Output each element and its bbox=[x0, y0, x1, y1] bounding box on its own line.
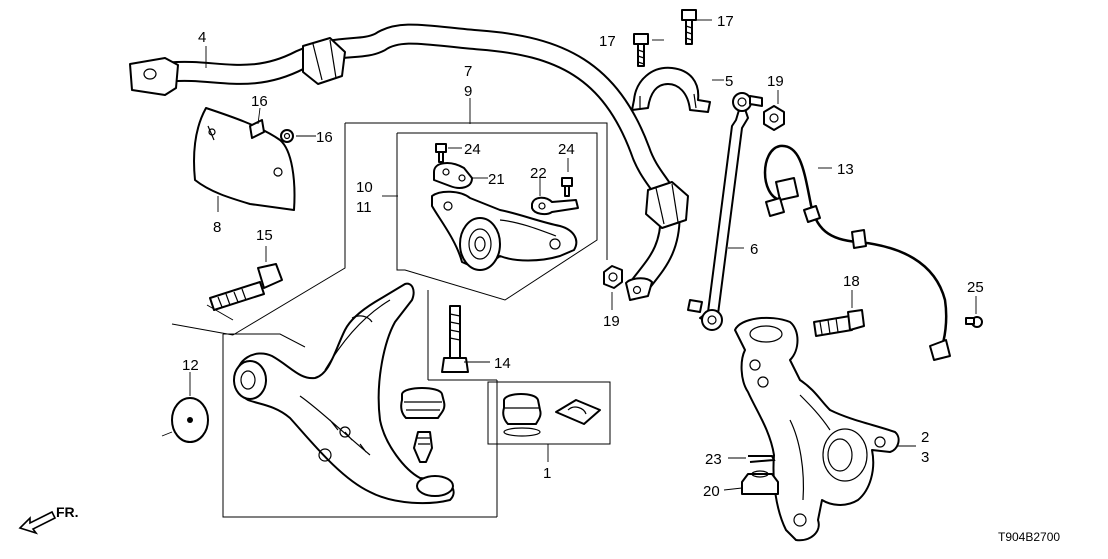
ball-joint-stud bbox=[413, 431, 433, 463]
callout-25: 25 bbox=[967, 279, 984, 296]
callout-12: 12 bbox=[182, 357, 199, 374]
callout-21: 21 bbox=[488, 171, 505, 188]
callout-6: 6 bbox=[750, 241, 758, 258]
bracket-plate-21 bbox=[433, 162, 473, 189]
bolt-18 bbox=[813, 309, 865, 337]
bushing-group-outer-frame bbox=[232, 122, 608, 336]
callout-24-a: 24 bbox=[464, 141, 481, 158]
bolt-24-b bbox=[561, 177, 573, 197]
diagram-code: T904B2700 bbox=[998, 530, 1060, 544]
lower-arm bbox=[233, 282, 455, 505]
callout-3: 3 bbox=[921, 449, 929, 466]
callout-11: 11 bbox=[356, 199, 372, 216]
callout-7: 7 bbox=[464, 63, 472, 80]
ball-joint-boot bbox=[400, 387, 446, 419]
stabilizer-bushing-right bbox=[645, 181, 689, 229]
washer bbox=[161, 397, 209, 443]
callout-19-a: 19 bbox=[767, 73, 784, 90]
callout-1: 1 bbox=[543, 465, 551, 482]
callout-17-a: 17 bbox=[599, 33, 616, 50]
callout-14: 14 bbox=[494, 355, 511, 372]
callout-18: 18 bbox=[843, 273, 860, 290]
callout-16-a: 16 bbox=[251, 93, 268, 110]
kit-boot bbox=[502, 393, 542, 437]
front-direction-arrow-icon bbox=[18, 510, 57, 535]
ball-joint-kit-frame bbox=[487, 381, 611, 445]
compliance-bushing-bracket bbox=[431, 190, 578, 271]
callout-2: 2 bbox=[921, 429, 929, 446]
nut-19-top bbox=[763, 105, 785, 131]
callout-24-b: 24 bbox=[558, 141, 575, 158]
steering-knuckle bbox=[734, 316, 900, 542]
bushing-group-inner-frame bbox=[396, 132, 598, 301]
nut-19-bottom bbox=[603, 265, 623, 289]
stabilizer-bushing-left bbox=[302, 37, 346, 85]
stabilizer-link bbox=[687, 92, 763, 331]
bolt-17-a bbox=[633, 33, 649, 67]
lower-arm-group-frame bbox=[171, 290, 498, 518]
kit-grease-packet bbox=[555, 399, 601, 425]
leader-lines bbox=[189, 19, 977, 491]
cotter-pin bbox=[748, 455, 776, 463]
callout-15: 15 bbox=[256, 227, 273, 244]
bushing-holder bbox=[631, 66, 711, 113]
bolt-24-a bbox=[435, 143, 447, 163]
callout-23: 23 bbox=[705, 451, 722, 468]
callout-20: 20 bbox=[703, 483, 720, 500]
bolt-17-b bbox=[681, 9, 697, 45]
wheel-speed-sensor bbox=[763, 144, 951, 361]
callout-17-b: 17 bbox=[717, 13, 734, 30]
callout-8: 8 bbox=[213, 219, 221, 236]
callout-16-b: 16 bbox=[316, 129, 333, 146]
bracket-plate-22 bbox=[531, 196, 579, 216]
direction-label: FR. bbox=[56, 504, 79, 520]
bolt-25 bbox=[965, 316, 983, 328]
callout-19-b: 19 bbox=[603, 313, 620, 330]
callout-4: 4 bbox=[198, 29, 206, 46]
callout-22: 22 bbox=[530, 165, 547, 182]
clip-16-b bbox=[280, 129, 294, 143]
bolt-14 bbox=[441, 305, 469, 373]
callout-10: 10 bbox=[356, 179, 373, 196]
callout-5: 5 bbox=[725, 73, 733, 90]
bolt-15 bbox=[209, 263, 283, 311]
castle-nut bbox=[741, 470, 779, 495]
splash-shield bbox=[193, 107, 296, 211]
callout-13: 13 bbox=[837, 161, 854, 178]
callout-9: 9 bbox=[464, 83, 472, 100]
